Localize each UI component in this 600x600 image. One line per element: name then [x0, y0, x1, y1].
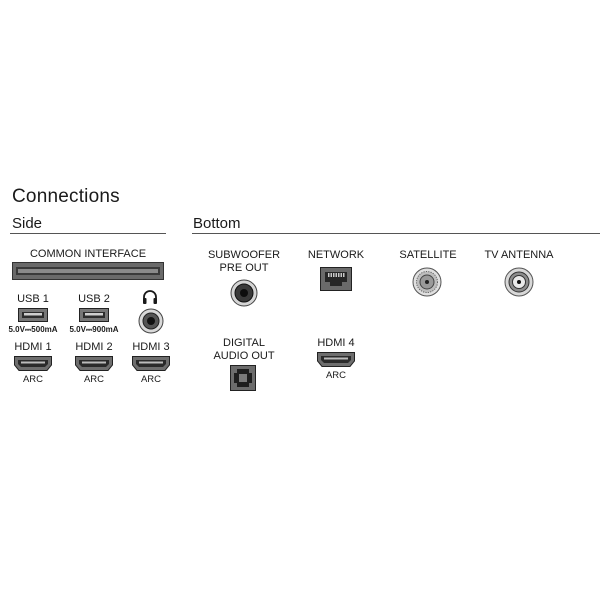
usb2-spec: 5.0V⎓900mA: [69, 325, 119, 334]
hdmi2-port-icon: [75, 356, 113, 371]
hdmi3-port-icon: [132, 356, 170, 371]
bottom-heading: Bottom: [193, 215, 241, 232]
network-label: NETWORK: [307, 249, 365, 261]
common-interface-slot: [12, 262, 164, 280]
satellite-connector-icon: [412, 267, 442, 297]
usb2-label: USB 2: [78, 293, 110, 305]
hdmi1-arc: ARC: [22, 374, 44, 385]
hdmi1-label: HDMI 1: [14, 341, 52, 353]
subwoofer-label-line2: PRE OUT: [219, 262, 269, 274]
subwoofer-label-line1: SUBWOOFER: [207, 249, 281, 261]
side-heading: Side: [12, 215, 43, 232]
hdmi3-arc: ARC: [140, 374, 162, 385]
digital-audio-label-line2: AUDIO OUT: [213, 350, 275, 362]
digital-audio-label-line1: DIGITAL: [223, 337, 265, 349]
page-title: Connections: [12, 186, 120, 207]
hdmi4-arc: ARC: [325, 370, 347, 381]
hdmi3-label: HDMI 3: [132, 341, 170, 353]
hdmi2-label: HDMI 2: [75, 341, 113, 353]
antenna-connector-icon: [504, 267, 534, 297]
hdmi2-arc: ARC: [83, 374, 105, 385]
usb1-label: USB 1: [17, 293, 49, 305]
hdmi1-port-icon: [14, 356, 52, 371]
usb1-port-icon: [18, 308, 48, 322]
headphones-icon: [142, 289, 158, 305]
network-port-icon: [320, 267, 352, 291]
satellite-label: SATELLITE: [399, 249, 457, 261]
usb1-spec: 5.0V⎓500mA: [8, 325, 58, 334]
optical-port-icon: [230, 365, 256, 391]
headphone-jack: [138, 308, 164, 334]
common-interface-label: COMMON INTERFACE: [29, 248, 147, 260]
bottom-divider: [192, 233, 600, 234]
digital-audio-label: DIGITAL AUDIO OUT: [200, 337, 288, 363]
subwoofer-label: SUBWOOFER PRE OUT: [200, 249, 288, 275]
side-divider: [10, 233, 166, 234]
tv-antenna-label: TV ANTENNA: [484, 249, 554, 261]
hdmi4-label: HDMI 4: [317, 337, 355, 349]
hdmi4-port-icon: [317, 352, 355, 367]
subwoofer-jack: [230, 279, 258, 307]
usb2-port-icon: [79, 308, 109, 322]
